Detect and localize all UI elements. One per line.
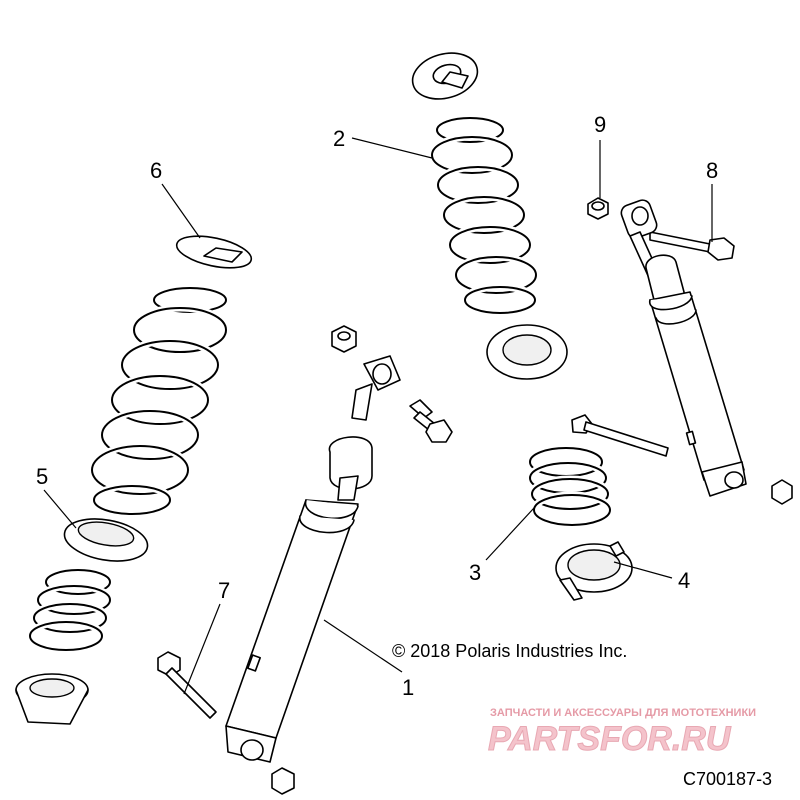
bolt-7 [157, 651, 217, 719]
leader-7 [183, 603, 221, 695]
spring-seat-5 [63, 518, 149, 562]
spring-retainer-top [411, 52, 479, 100]
callout-3: 3 [469, 560, 481, 585]
callout-9: 9 [594, 112, 606, 137]
callout-4: 4 [678, 568, 690, 593]
figure-id: C700187-3 [683, 769, 772, 789]
spring-left-large [88, 284, 230, 518]
spring-seat-cup [486, 324, 568, 380]
callout-7: 7 [218, 578, 230, 603]
watermark-logo: PARTSFOR.RU [488, 720, 732, 758]
spring-collar-lower-left [15, 673, 89, 725]
spring-left-small [26, 566, 114, 654]
leader-2 [351, 137, 433, 159]
spring-retainer-6 [175, 235, 253, 269]
spring-collar-4 [555, 541, 633, 601]
leader-1 [323, 619, 403, 673]
long-bolt-right [571, 414, 669, 457]
bolt-center [409, 399, 453, 443]
callouts: 1 2 3 4 5 6 7 8 9 [36, 112, 718, 700]
nut-9 [587, 197, 609, 220]
callout-6: 6 [150, 158, 162, 183]
nut-right-lower [771, 479, 793, 505]
leader-4 [613, 561, 673, 579]
leader-3 [485, 507, 535, 561]
shock-absorber-1 [225, 355, 401, 763]
spring-3 [526, 444, 614, 529]
callout-5: 5 [36, 464, 48, 489]
leader-5 [43, 489, 77, 529]
copyright-notice: © 2018 Polaris Industries Inc. [392, 641, 627, 661]
callout-2: 2 [333, 126, 345, 151]
leader-6 [161, 183, 201, 239]
nut-center-upper [331, 325, 357, 353]
callout-1: 1 [402, 675, 414, 700]
leader-lines [43, 137, 713, 695]
nut-center-lower [271, 767, 295, 795]
shock-absorber-right [620, 199, 747, 497]
callout-8: 8 [706, 158, 718, 183]
bolt-8 [649, 231, 735, 261]
watermark-tagline: ЗАПЧАСТИ И АКСЕССУАРЫ ДЛЯ МОТОТЕХНИКИ [490, 707, 756, 719]
watermark: ЗАПЧАСТИ И АКСЕССУАРЫ ДЛЯ МОТОТЕХНИКИ PA… [488, 707, 757, 759]
spring-2 [428, 114, 540, 317]
